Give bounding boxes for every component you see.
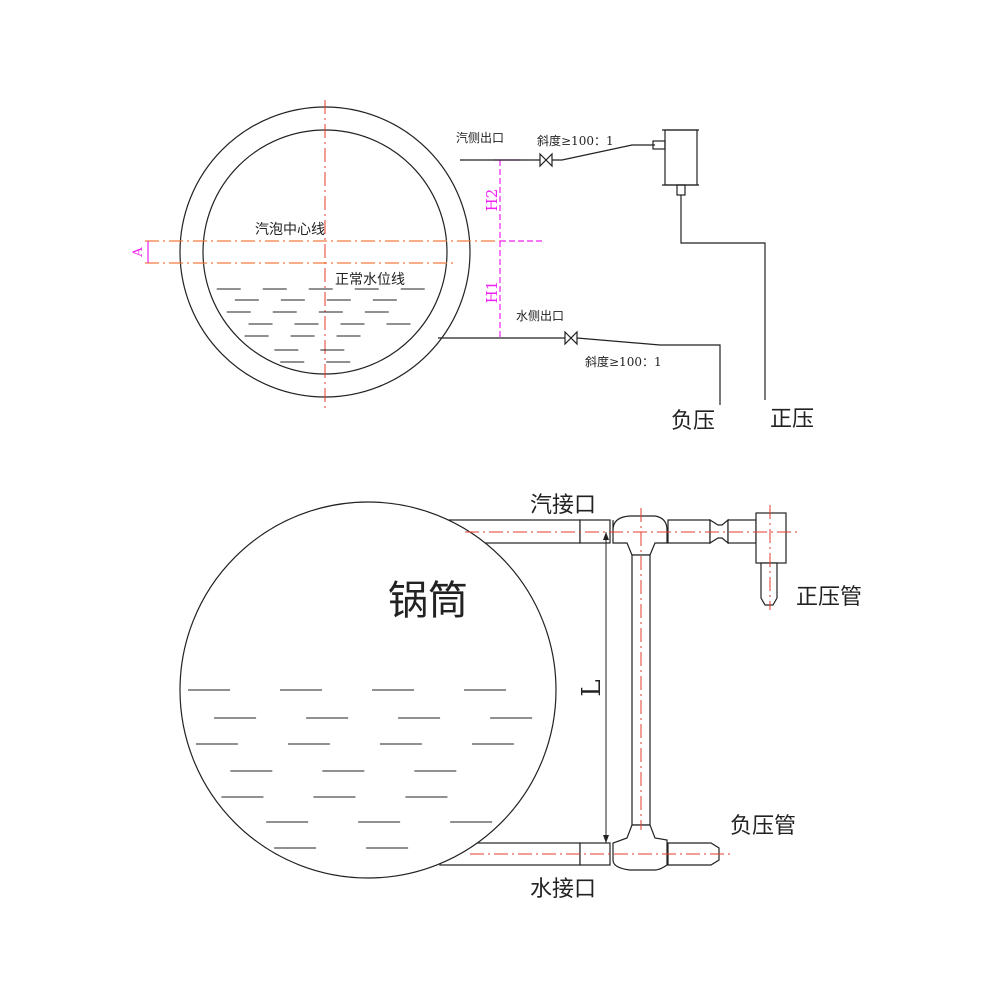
dim-arrow-top	[603, 532, 609, 540]
positive-pressure-line	[680, 195, 766, 400]
slope-top-label: 斜度≥100：1	[537, 133, 614, 148]
positive-pressure-label: 正压	[770, 407, 814, 432]
water-dashes	[216, 288, 425, 363]
drum-shell	[179, 501, 557, 879]
negative-pressure-label: 负压	[671, 409, 715, 434]
positive-pipe-box	[755, 512, 787, 564]
water-dashes	[188, 689, 533, 849]
condensing-pot	[664, 129, 698, 186]
positive-pipe-stub	[760, 562, 778, 606]
steam-outlet-label: 汽侧出口	[456, 130, 504, 145]
dim-h1-label: H1	[483, 281, 501, 304]
upper-tee	[612, 515, 668, 556]
dim-l-label: L	[577, 679, 607, 696]
dim-arrow-bottom	[603, 835, 609, 843]
level-gauge-assembly: L 汽接口 水接口 正压管 负压管	[465, 493, 862, 902]
dim-a-label: A	[131, 247, 146, 258]
valve-icon	[564, 330, 578, 346]
top-drum: A H2 H1 汽泡中心线 正常水位线	[131, 100, 545, 410]
steam-slope-pipe	[552, 144, 655, 161]
pot-bottom-stub	[676, 184, 686, 196]
negative-pipe-label: 负压管	[730, 814, 796, 839]
drum-label: 锅筒	[388, 578, 468, 624]
positive-pipe-label: 正压管	[796, 585, 862, 610]
drum-centerline-label: 汽泡中心线	[255, 222, 325, 238]
lower-tee	[612, 824, 668, 871]
valve-icon	[539, 152, 553, 168]
water-slope-pipe	[576, 337, 721, 405]
steam-connection-label: 汽接口	[530, 493, 596, 518]
water-connection-label: 水接口	[530, 877, 596, 902]
bottom-drum: 锅筒	[179, 501, 581, 879]
dim-h2-label: H2	[483, 189, 501, 212]
slope-bottom-label: 斜度≥100：1	[585, 354, 662, 369]
water-outlet-label: 水侧出口	[516, 309, 564, 323]
water-level-label: 正常水位线	[335, 272, 405, 288]
top-piping: 汽侧出口 斜度≥100：1 水侧出口 斜度≥100：1 负压 正压	[438, 129, 814, 434]
